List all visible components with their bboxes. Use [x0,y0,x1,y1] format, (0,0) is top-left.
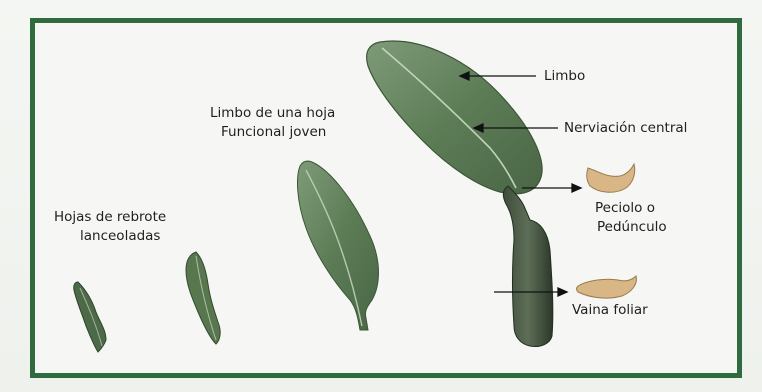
label-peciolo-2: Pedúnculo [597,218,667,237]
mature-leaf-blade [367,41,542,194]
label-vaina-foliar: Vaina foliar [572,301,648,320]
label-limbo-joven-2: Funcional joven [221,123,326,142]
mature-leaf-petiole [503,186,553,347]
young-leaf [298,161,379,330]
petiole-section [587,164,635,192]
sprout-leaf-medium [186,252,220,344]
sprout-leaf-small [74,282,106,352]
sheath-section [577,276,637,298]
label-hojas-rebrote-2: lanceoladas [80,227,160,246]
label-hojas-rebrote-1: Hojas de rebrote [54,208,166,227]
label-nerviacion-central: Nerviación central [564,119,687,138]
label-limbo-joven-1: Limbo de una hoja [210,104,335,123]
label-limbo: Limbo [544,67,585,86]
label-peciolo-1: Peciolo o [595,199,655,218]
